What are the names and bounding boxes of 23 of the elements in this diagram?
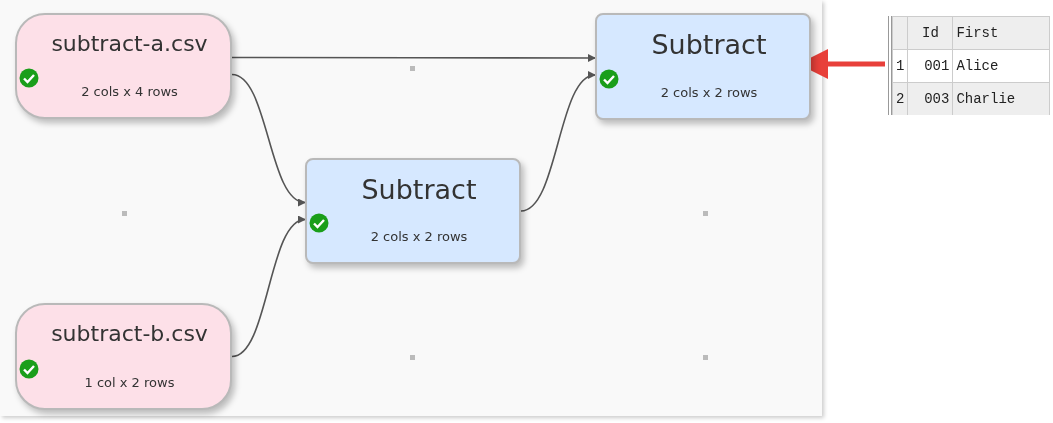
operation-node <box>595 13 811 120</box>
data-source-node <box>15 13 232 119</box>
node-summary: 2 cols x 2 rows <box>369 229 469 244</box>
node-title: Subtract <box>360 174 478 205</box>
operation-node <box>305 158 521 264</box>
connector-arrow <box>231 54 596 62</box>
node-summary: 2 cols x 4 rows <box>80 84 179 99</box>
data-source-node <box>15 303 232 410</box>
node-title: Subtract <box>650 29 768 60</box>
data-table <box>888 16 1053 115</box>
node-title: subtract-b.csv <box>50 321 209 346</box>
table-cell: 001 <box>907 49 953 83</box>
node-summary: 1 col x 2 rows <box>83 375 176 390</box>
node-summary: 2 cols x 2 rows <box>659 85 759 100</box>
node-title: subtract-a.csv <box>50 31 209 56</box>
connector-arrow <box>231 73 306 205</box>
connector-arrow <box>520 73 596 212</box>
column-header: First <box>952 16 1050 50</box>
connector-arrow <box>231 217 306 358</box>
table-cell: 2 <box>892 82 908 115</box>
column-header: Id <box>907 16 953 50</box>
table-cell: 1 <box>892 49 908 83</box>
table-cell: Alice <box>952 49 1050 83</box>
